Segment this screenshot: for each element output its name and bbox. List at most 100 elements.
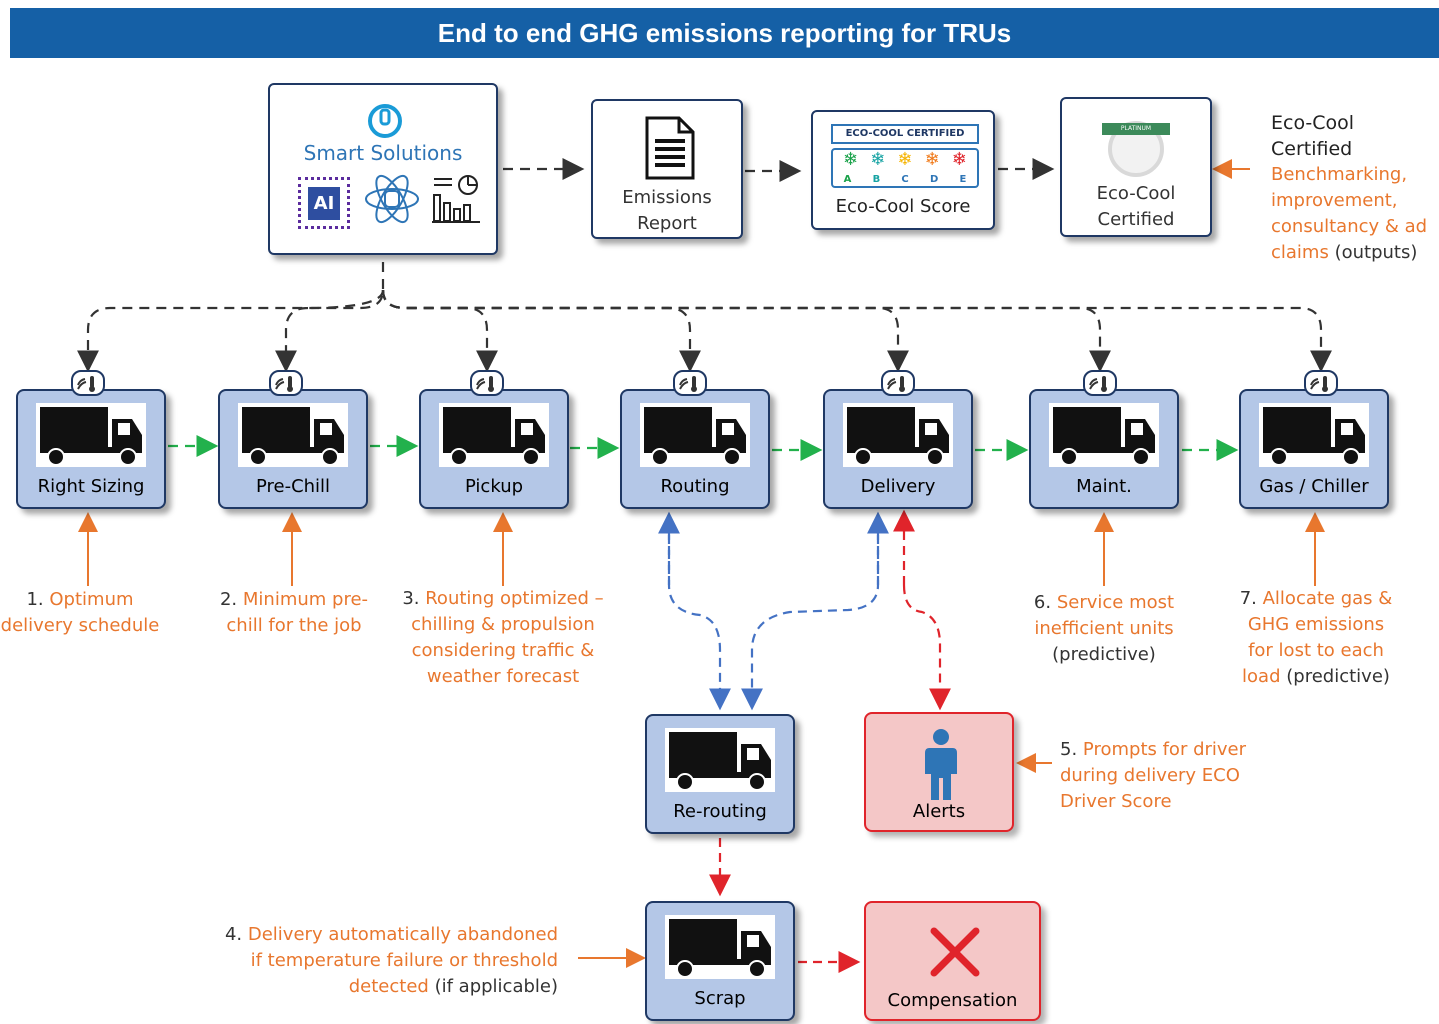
stage-maint: Maint. [1029,389,1179,509]
sensor-icon [673,370,707,396]
stage-gas-chiller: Gas / Chiller [1239,389,1389,509]
certified-label-line1: Eco-Cool [1096,183,1176,204]
x-mark-icon [930,927,980,977]
alerts-box: Alerts [864,712,1014,832]
note-4-line3b: (if applicable) [434,976,558,997]
note-1-num: 1. [26,589,44,610]
truck-icon [242,407,344,466]
truck-icon [1263,407,1365,466]
cert-note-line2: improvement, [1271,190,1398,211]
note-4-line3a: detected [348,976,429,997]
power-logo-icon [368,104,402,138]
eco-cool-certified-note: Eco-Cool Certified Benchmarking, improve… [1271,110,1439,266]
eco-cool-banner: ECO-COOL CERTIFIED [831,124,979,144]
scrap-label: Scrap [694,988,746,1009]
truck-icon [1053,407,1155,466]
compensation-box: Compensation [864,901,1041,1021]
stage-label: Delivery [860,476,936,497]
note-6-num: 6. [1033,592,1052,613]
scrap-box: Scrap [645,901,795,1021]
note-5-line3: Driver Score [1060,791,1172,812]
note-3-line3: considering traffic & [411,640,595,661]
stage-routing: Routing [620,389,770,509]
note-1-line2: delivery schedule [0,615,160,636]
cert-note-line4a: claims [1271,242,1329,263]
note-7-num: 7. [1239,588,1257,609]
compensation-label: Compensation [887,990,1018,1011]
stage-pre-chill: Pre-Chill [218,389,368,509]
stage-label: Gas / Chiller [1259,476,1369,497]
note-7-line4b: (predictive) [1286,666,1390,687]
note-6-line2: inefficient units [1034,618,1174,639]
note-6: 6. Service most inefficient units (predi… [1024,590,1184,668]
page-title: End to end GHG emissions reporting for T… [10,8,1439,58]
note-4-line2: if temperature failure or threshold [250,950,558,971]
note-2-line2: chill for the job [226,615,362,636]
emissions-label-line2: Report [637,213,697,234]
rerouting-box: Re-routing [645,714,795,834]
stage-delivery: Delivery [823,389,973,509]
note-4-line1: Delivery automatically abandoned [247,924,558,945]
note-7-line2: GHG emissions [1247,614,1385,635]
emissions-report-box: Emissions Report [591,99,743,239]
note-1: 1. Optimum delivery schedule [0,587,160,639]
note-1-line1: Optimum [49,589,134,610]
platinum-ribbon: PLATINUM [1102,123,1170,135]
smart-solutions-label: Smart Solutions [303,141,463,165]
emissions-label-line1: Emissions [622,187,712,208]
note-5-num: 5. [1060,739,1078,760]
cert-note-line3: consultancy & ad [1271,216,1428,237]
note-7-line3: for lost to each [1248,640,1384,661]
note-3-num: 3. [402,588,420,609]
grade-e: E [959,174,967,185]
alerts-label: Alerts [912,801,966,822]
note-3: 3. Routing optimized – chilling & propul… [396,586,610,690]
grade-a: A [843,174,852,185]
note-2-num: 2. [219,589,238,610]
note-7: 7. Allocate gas & GHG emissions for lost… [1226,586,1406,690]
cert-note-line1: Benchmarking, [1271,164,1408,185]
note-3-line1: Routing optimized – [425,588,604,609]
document-icon [645,116,695,180]
note-5: 5. Prompts for driver during delivery EC… [1060,737,1246,815]
note-3-line4: weather forecast [426,666,580,687]
note-7-line1: Allocate gas & [1262,588,1393,609]
note-7-line4a: load [1242,666,1281,687]
note-4: 4. Delivery automatically abandoned if t… [200,922,558,1000]
analytics-chart-icon [432,175,480,223]
sensor-icon [470,370,504,396]
note-5-line2: during delivery ECO [1060,765,1240,786]
stage-label: Right Sizing [37,476,145,497]
stage-label: Routing [660,476,730,497]
rerouting-label: Re-routing [673,801,767,822]
sensor-icon [881,370,915,396]
note-2: 2. Minimum pre- chill for the job [210,587,378,639]
eco-cool-score-label: Eco-Cool Score [835,196,971,217]
eco-cool-grade-strip: A B C D E [831,148,979,188]
ai-chip-icon: AI [298,177,350,229]
note-2-line1: Minimum pre- [242,589,369,610]
stage-pickup: Pickup [419,389,569,509]
cert-note-heading: Eco-Cool Certified [1271,112,1355,160]
truck-icon [443,407,545,466]
stage-label: Maint. [1076,476,1132,497]
eco-cool-score-box: ECO-COOL CERTIFIED A B C D E ❄❄❄❄❄ Eco-C… [811,110,995,230]
certified-label-line2: Certified [1097,209,1175,230]
sensor-icon [1083,370,1117,396]
atom-database-icon [365,174,419,224]
person-icon [925,729,957,800]
grade-d: D [929,174,939,185]
truck-icon [669,919,771,978]
note-5-line1: Prompts for driver [1082,739,1247,760]
truck-icon [644,407,746,466]
sensor-icon [71,370,105,396]
truck-icon [40,407,142,466]
note-3-line2: chilling & propulsion [411,614,595,635]
ai-chip-label: AI [307,186,341,220]
stage-label: Pickup [464,476,524,497]
truck-icon [847,407,949,466]
note-6-line1: Service most [1056,592,1175,613]
cert-note-line4b: (outputs) [1334,242,1418,263]
sensor-icon [269,370,303,396]
